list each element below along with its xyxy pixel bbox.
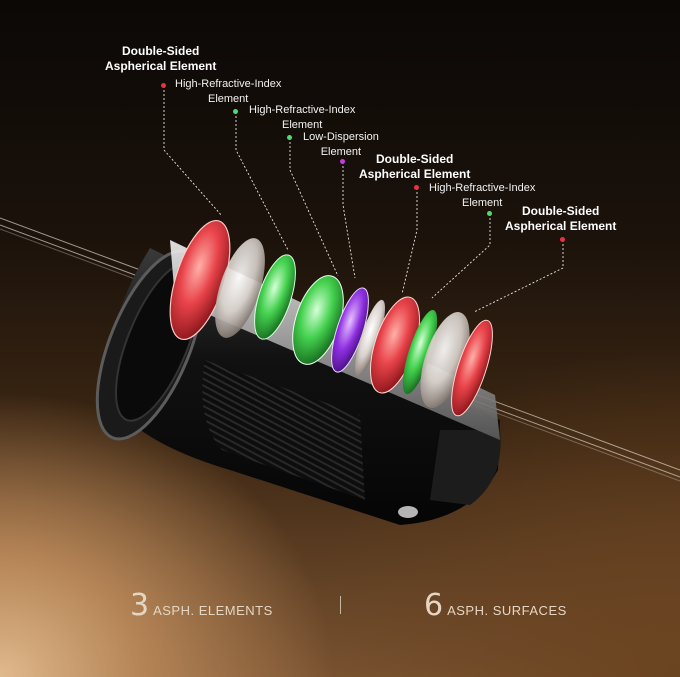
lens-elements	[169, 219, 493, 417]
green-element-1	[254, 254, 296, 340]
callout-dot-7	[560, 237, 565, 242]
callout-dot-3	[287, 135, 292, 140]
stat-asph-surfaces-label: ASPH. SURFACES	[447, 603, 567, 618]
clear-element-3	[420, 312, 470, 408]
stat-asph-surfaces: 6 ASPH. SURFACES	[424, 588, 567, 623]
clear-element-1	[215, 238, 265, 338]
callout-dot-6	[487, 211, 492, 216]
callout-dot-4	[340, 159, 345, 164]
stat-asph-elements-number: 3	[130, 588, 150, 623]
callout-leader-lines	[163, 86, 564, 313]
stat-asph-surfaces-number: 6	[424, 588, 444, 623]
stats-divider	[340, 596, 341, 614]
callout-dot-1	[161, 83, 166, 88]
callout-dot-2	[233, 109, 238, 114]
clear-element-2	[354, 299, 386, 377]
green-element-3	[402, 310, 438, 394]
callout-dot-5	[414, 185, 419, 190]
rear-aspherical-element	[451, 319, 493, 417]
stat-asph-elements-label: ASPH. ELEMENTS	[153, 603, 273, 618]
stat-asph-elements: 3 ASPH. ELEMENTS	[130, 588, 273, 623]
stats-row: 3 ASPH. ELEMENTS 6 ASPH. SURFACES	[0, 588, 680, 628]
